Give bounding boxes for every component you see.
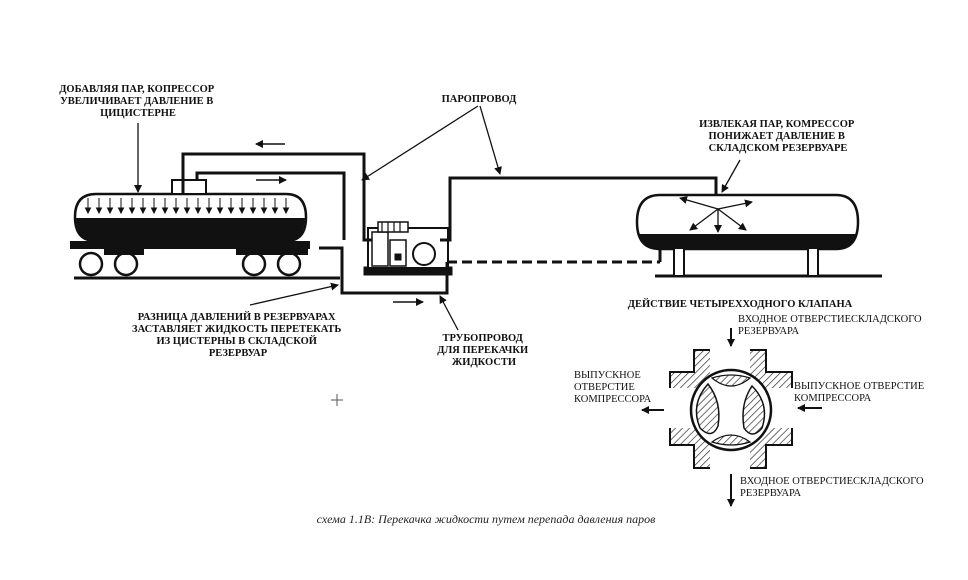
tank-pressure-arrowhead	[117, 207, 125, 215]
label-outlet-right: ВЫПУСКНОЕ ОТВЕРСТИЕ КОМПРЕССОРА	[794, 381, 927, 404]
tank-pressure-arrowhead	[150, 207, 158, 215]
label-valve-title: ДЕЙСТВИЕ ЧЕТЫРЕХХОДНОГО КЛАПАНА	[628, 298, 853, 310]
tank-pressure-arrowhead	[282, 207, 290, 215]
label-vapor-line: ПАРОПРОВОД	[442, 94, 518, 105]
tank-pressure-arrowhead	[106, 207, 114, 215]
tank-pressure-arrowhead	[238, 207, 246, 215]
cursor-crosshair-icon	[331, 394, 343, 406]
liquid-line	[319, 246, 449, 295]
tank-pressure-arrows	[84, 198, 290, 215]
compressor-unit	[363, 221, 453, 276]
leader-compressor-removes	[721, 159, 741, 193]
leader-pressure-diff	[249, 282, 339, 306]
label-compressor-adds: ДОБАВЛЯЯ ПАР, КОПРЕССОР УВЕЛИЧИВАЕТ ДАВЛ…	[59, 84, 217, 119]
tank-pressure-arrowhead	[194, 207, 202, 215]
label-compressor-removes: ИЗВЛЕКАЯ ПАР, КОМРЕССОР ПОНИЖАЕТ ДАВЛЕНИ…	[699, 119, 857, 154]
leader-vapor-line-1	[361, 105, 479, 181]
label-inlet-top: ВХОДНОЕ ОТВЕРСТИЕСКЛАДСКОГО РЕЗЕРВУАРА	[738, 314, 924, 337]
vapor-line-right	[440, 176, 718, 242]
tank-pressure-arrowhead	[95, 207, 103, 215]
tank-car	[70, 179, 310, 277]
label-liquid-line: ТРУБОПРОВОД ДЛЯ ПЕРЕКАЧКИ ЖИДКОСТИ	[437, 333, 531, 368]
storage-tank	[635, 193, 860, 277]
vapor-line-left	[181, 152, 372, 242]
tank-pressure-arrowhead	[260, 207, 268, 215]
label-inlet-bottom: ВХОДНОЕ ОТВЕРСТИЕСКЛАДСКОГО РЕЗЕРВУАРА	[740, 476, 926, 499]
leader-liquid-line	[439, 295, 459, 331]
four-way-valve	[665, 346, 796, 472]
leader-vapor-line-2	[479, 105, 502, 175]
tank-pressure-arrowhead	[205, 207, 213, 215]
tank-pressure-arrowhead	[172, 207, 180, 215]
tank-pressure-arrowhead	[161, 207, 169, 215]
vapor-line-inner	[195, 171, 346, 240]
tank-pressure-arrowhead	[84, 207, 92, 215]
figure-caption: схема 1.1В: Перекачка жидкости путем пер…	[317, 512, 656, 526]
tank-pressure-arrowhead	[216, 207, 224, 215]
tank-pressure-arrowhead	[249, 207, 257, 215]
label-outlet-left: ВЫПУСКНОЕ ОТВЕРСТИЕ КОМПРЕССОРА	[574, 370, 652, 405]
tank-pressure-arrowhead	[128, 207, 136, 215]
label-pressure-diff: РАЗНИЦА ДАВЛЕНИЙ В РЕЗЕРВУАРАХ ЗАСТАВЛЯЕ…	[132, 311, 344, 359]
tank-pressure-arrowhead	[271, 207, 279, 215]
tank-pressure-arrowhead	[139, 207, 147, 215]
tank-pressure-arrowhead	[183, 207, 191, 215]
tank-pressure-arrowhead	[227, 207, 235, 215]
